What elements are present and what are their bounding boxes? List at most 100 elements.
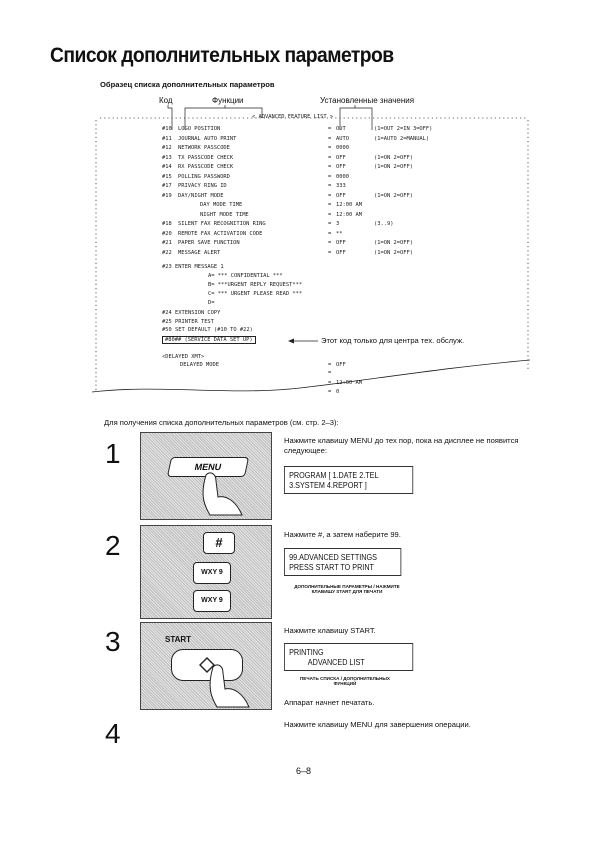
feature-name: DAY MODE TIME	[200, 202, 243, 208]
step-2-display-line-1: 99.ADVANCED SETTINGS	[289, 552, 377, 562]
service-note: Этот код только для центра тех. обслуж.	[321, 336, 465, 345]
feature-name: POLLING PASSWORD	[178, 173, 230, 180]
feature-code: #11	[162, 135, 172, 142]
extra-line: #25 PRINTER TEST	[162, 318, 214, 325]
step-3-caption: ПЕЧАТЬ СПИСКА / ДОПОЛНИТЕЛЬНЫХ ФУНКЦИЙ	[300, 676, 390, 686]
feature-name: LOGO POSITION	[178, 126, 221, 132]
step-1-number: 1	[105, 438, 121, 469]
hand-icon	[202, 472, 243, 516]
step-1-display-line-1: PROGRAM [ 1.DATE 2.TEL	[289, 470, 379, 480]
feature-value: OFF	[336, 154, 346, 161]
feature-options: (3..9)	[374, 221, 394, 227]
feature-options: (1=ON 2=OFF)	[374, 154, 413, 161]
feature-value: OFF	[336, 249, 346, 256]
message-line: C= *** URGENT PLEASE READ ***	[208, 291, 303, 297]
feature-code: #20	[162, 230, 172, 237]
advanced-feature-list-printout: < ADVANCED FEATURE LIST > #10 LOGO POSITI…	[92, 112, 532, 395]
feature-options: (1=AUTO 2=MANUAL)	[374, 135, 430, 142]
feature-eq: =	[328, 154, 332, 161]
feature-code: #19	[162, 192, 172, 199]
message-line: D=	[208, 300, 215, 306]
feature-eq: =	[328, 249, 332, 256]
delayed-mode-value: OFF	[336, 362, 346, 368]
feature-code: #21	[162, 240, 172, 246]
step-3-illustration: START	[140, 622, 272, 710]
step-4-text: Нажмите клавишу MENU для завершения опер…	[284, 720, 471, 729]
feature-name: NETWORK PASSCODE	[178, 145, 230, 151]
delayed-time-value: 12:00 AM	[336, 380, 362, 386]
feature-options: (1=OUT 2=IN 3=OFF)	[374, 126, 433, 132]
feature-value: OFF	[336, 192, 346, 199]
hand-icon-2	[209, 664, 250, 708]
start-key-label: START	[165, 635, 192, 644]
step-3-number: 3	[105, 626, 121, 657]
feature-name: MESSAGE ALERT	[178, 249, 221, 256]
start-key[interactable]	[171, 649, 243, 681]
feature-code: #22	[162, 249, 172, 256]
feature-name: TX PASSCODE CHECK	[178, 154, 234, 161]
feature-code: #14	[162, 164, 172, 170]
feature-options: (1=ON 2=OFF)	[374, 164, 413, 170]
delayed-eq-3: =	[328, 380, 332, 386]
feature-eq: =	[328, 202, 332, 208]
step-1-display: PROGRAM [ 1.DATE 2.TEL 3.SYSTEM 4.REPORT…	[284, 466, 414, 494]
message-line: B= ***URGENT REPLY REQUEST***	[208, 282, 303, 288]
extra-line: #24 EXTENSION COPY	[162, 310, 221, 316]
label-code: Код	[159, 96, 173, 105]
feature-eq: =	[328, 230, 332, 237]
step-3-after-text: Аппарат начнет печатать.	[284, 698, 375, 707]
step-1-display-line-2: 3.SYSTEM 4.REPORT ]	[289, 480, 367, 490]
start-diamond-icon	[199, 657, 215, 673]
step-3-text: Нажмите клавишу START.	[284, 626, 376, 635]
feature-value: **	[336, 230, 343, 237]
feature-name: NIGHT MODE TIME	[200, 211, 249, 218]
label-functions: Функции	[212, 96, 244, 105]
page-number: 6–8	[296, 766, 312, 776]
label-values: Установленные значения	[320, 96, 415, 105]
feature-options: (1=ON 2=OFF)	[374, 192, 413, 199]
step-1-text: Нажмите клавишу MENU до тех пор, пока на…	[284, 436, 519, 455]
feature-name: JOURNAL AUTO PRINT	[178, 135, 237, 142]
feature-code: #12	[162, 145, 172, 151]
step-1-illustration: MENU	[140, 432, 272, 520]
feature-options: (1=ON 2=OFF)	[374, 249, 413, 256]
step-3-display-line-1: PRINTING	[289, 647, 324, 657]
list-sample-heading: Образец списка дополнительных параметров	[100, 80, 275, 89]
feature-eq: =	[328, 240, 332, 246]
step-2-caption: ДОПОЛНИТЕЛЬНЫЕ ПАРАМЕТРЫ / НАЖМИТЕ КЛАВИ…	[294, 584, 400, 594]
list-header: < ADVANCED FEATURE LIST >	[252, 114, 334, 120]
feature-value: OFF	[336, 164, 346, 170]
feature-value: 333	[336, 183, 346, 189]
feature-code: #13	[162, 154, 172, 161]
feature-eq: =	[328, 145, 332, 151]
hash-key[interactable]: #	[203, 532, 235, 554]
delayed-mode-label: DELAYED MODE	[180, 362, 219, 368]
nine-key-first[interactable]: WXY 9	[193, 562, 231, 584]
feature-eq: =	[328, 211, 332, 218]
delayed-last-value: 0	[336, 389, 340, 395]
feature-code: #10	[162, 126, 172, 132]
step-4-number: 4	[105, 718, 121, 749]
feature-value: OUT	[336, 126, 346, 132]
feature-name: PAPER SAVE FUNCTION	[178, 240, 240, 246]
feature-value: 12:00 AM	[336, 202, 362, 208]
extra-line: #80## (SERVICE DATA SET UP)	[162, 335, 256, 344]
extra-line: #50 SET DEFAULT (#10 TO #22)	[162, 327, 253, 333]
step-2-text: Нажмите #, а затем наберите 99.	[284, 530, 401, 539]
feature-value: AUTO	[336, 135, 349, 142]
feature-value: 3	[336, 221, 340, 227]
step-2-illustration: # WXY 9 WXY 9	[140, 525, 272, 619]
nine-key-second[interactable]: WXY 9	[193, 590, 231, 612]
delayed-mode-eq: =	[328, 362, 332, 368]
feature-eq: =	[328, 173, 332, 180]
feature-code: #18	[162, 221, 172, 227]
feature-code: #15	[162, 173, 172, 180]
delayed-eq-2: =	[328, 370, 332, 376]
feature-options: (1=ON 2=OFF)	[374, 240, 413, 246]
feature-name: PRIVACY RING ID	[178, 183, 227, 189]
feature-eq: =	[328, 192, 332, 199]
feature-name: RX PASSCODE CHECK	[178, 164, 234, 170]
step-2-display: 99.ADVANCED SETTINGS PRESS START TO PRIN…	[284, 548, 402, 576]
feature-eq: =	[328, 183, 332, 189]
